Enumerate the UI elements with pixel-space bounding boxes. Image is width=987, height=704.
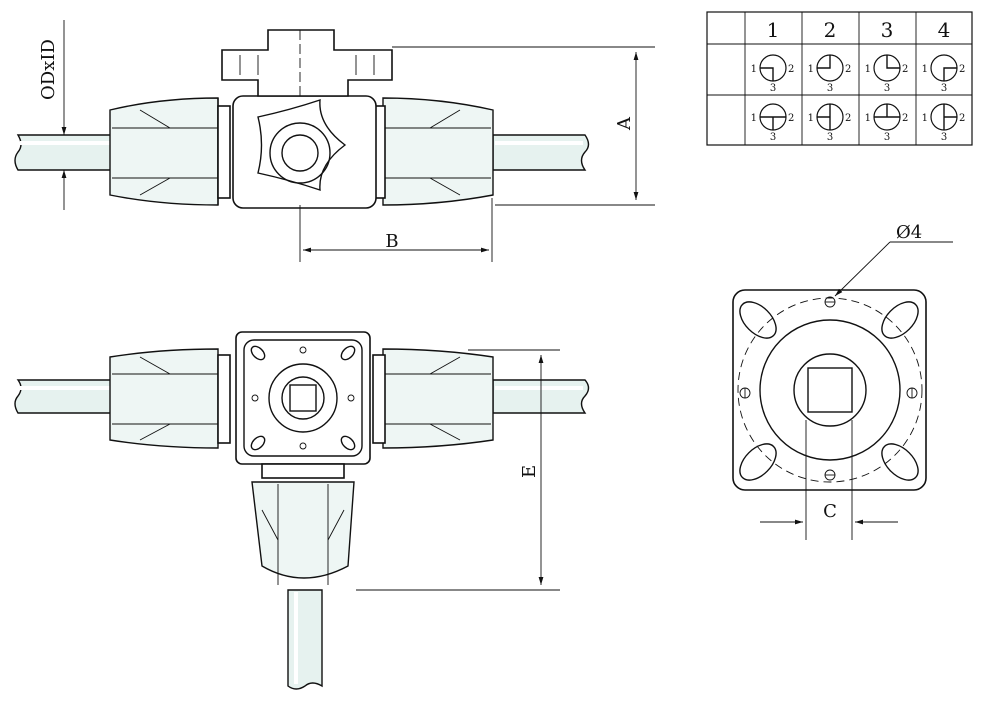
table-header-2: 2 xyxy=(824,18,837,42)
b-label: B xyxy=(385,231,398,252)
port-label-2: 2 xyxy=(788,64,794,75)
port-label-1: 1 xyxy=(751,64,757,75)
plan-left-pipe xyxy=(14,379,113,414)
flange-view: C Ø4 xyxy=(732,222,953,540)
flow-symbol-path xyxy=(760,67,774,81)
od-id-label: ODxID xyxy=(38,39,59,100)
port-label-2: 2 xyxy=(845,113,851,124)
b-dimension: B xyxy=(299,198,493,262)
right-pipe xyxy=(492,134,590,171)
flange-slot-tl xyxy=(739,301,777,339)
flange-slot-br xyxy=(881,443,919,481)
valve-body-side xyxy=(232,95,377,209)
flow-symbol-path xyxy=(760,116,786,130)
table-header-4: 4 xyxy=(938,18,951,42)
port-label-1: 1 xyxy=(865,113,871,124)
c-dimension: C xyxy=(760,420,898,540)
port-label-1: 1 xyxy=(922,64,928,75)
flow-symbol-path xyxy=(943,67,957,81)
flow-pattern-table: 1 2 3 4 1 2 3 1 2 3 1 2 3 1 2 3 1 2 3 1 2 3 1 2 3 1 2 3 xyxy=(706,11,973,146)
port-label-2: 2 xyxy=(845,64,851,75)
c-label: C xyxy=(823,501,837,522)
od-id-dimension: ODxID xyxy=(38,20,110,210)
port-label-2: 2 xyxy=(902,64,908,75)
a-dimension: A xyxy=(392,46,655,206)
port-label-3: 3 xyxy=(941,83,947,94)
hole-callout: Ø4 xyxy=(834,222,953,297)
plan-bottom-nut xyxy=(251,481,355,585)
port-label-2: 2 xyxy=(788,113,794,124)
port-label-1: 1 xyxy=(751,113,757,124)
a-label: A xyxy=(614,116,635,131)
flow-symbols: 1 2 3 1 2 3 1 2 3 1 2 3 1 2 3 1 2 3 1 2 3 1 2 3 xyxy=(751,54,965,143)
flow-symbol-path xyxy=(817,55,831,69)
port-label-1: 1 xyxy=(922,113,928,124)
plan-bottom-pipe xyxy=(287,589,323,690)
port-label-2: 2 xyxy=(959,113,965,124)
flange-slot-tr xyxy=(881,301,919,339)
plan-right-nut xyxy=(372,348,494,449)
e-label: E xyxy=(519,465,540,478)
port-label-1: 1 xyxy=(865,64,871,75)
port-label-3: 3 xyxy=(770,132,776,143)
right-compression-nut xyxy=(372,97,494,206)
port-label-2: 2 xyxy=(959,64,965,75)
hole-diameter-label: Ø4 xyxy=(896,222,922,243)
left-compression-nut xyxy=(109,97,231,206)
side-elevation-view: ODxID A B xyxy=(14,20,655,262)
port-label-3: 3 xyxy=(827,132,833,143)
table-header-3: 3 xyxy=(881,18,894,42)
port-label-1: 1 xyxy=(808,113,814,124)
plan-view: E xyxy=(14,331,590,690)
flange-slot-bl xyxy=(739,443,777,481)
port-label-3: 3 xyxy=(827,83,833,94)
plan-valve-body xyxy=(235,331,371,479)
port-label-1: 1 xyxy=(808,64,814,75)
left-pipe xyxy=(14,134,113,171)
e-dimension: E xyxy=(356,349,560,591)
table-header-1: 1 xyxy=(767,18,780,42)
port-label-3: 3 xyxy=(884,83,890,94)
flow-symbol-path xyxy=(817,104,831,130)
port-label-3: 3 xyxy=(770,83,776,94)
flow-symbol-path xyxy=(886,55,900,69)
mounting-holes xyxy=(739,296,918,481)
valve-handle xyxy=(221,29,393,97)
port-label-3: 3 xyxy=(941,132,947,143)
flow-symbol-path xyxy=(874,104,900,118)
port-label-3: 3 xyxy=(884,132,890,143)
plan-left-nut xyxy=(109,348,231,449)
port-label-2: 2 xyxy=(902,113,908,124)
flow-symbol-path xyxy=(943,104,957,130)
